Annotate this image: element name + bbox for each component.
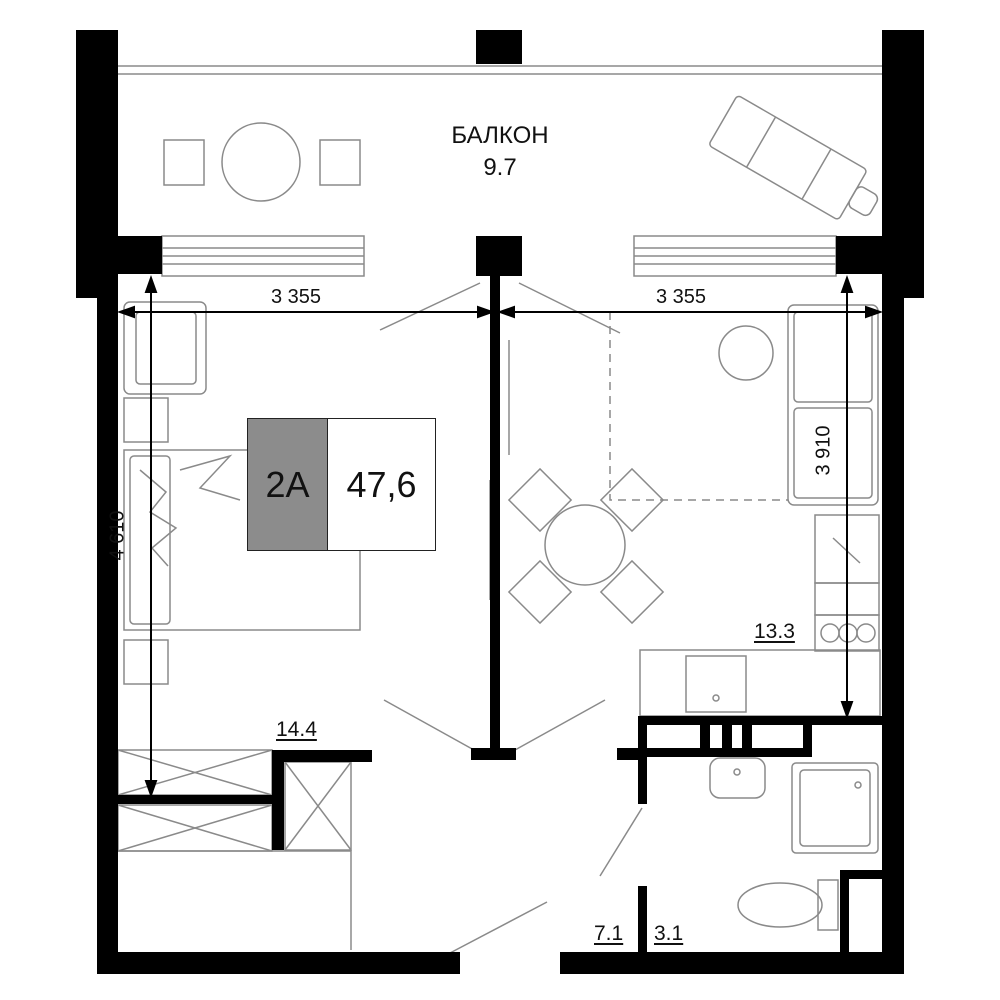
living-depth-dimension: 3 910 (812, 425, 835, 476)
bedroom-width-dimension: 3 355 (271, 286, 322, 308)
total-area: 47,6 (346, 463, 417, 505)
sun-lounger (709, 95, 879, 220)
hall-area: 7.1 (594, 922, 624, 945)
wardrobe-hall (284, 761, 352, 851)
window-left (161, 235, 365, 277)
nightstand (123, 397, 169, 443)
dining-table (544, 504, 626, 586)
unit-badge: 2A 47,6 (247, 418, 436, 551)
side-table (718, 325, 774, 381)
shower-tray (791, 762, 879, 854)
armchair (123, 301, 207, 395)
nightstand (123, 639, 169, 685)
unit-type: 2A (248, 419, 328, 550)
balcony-name: БАЛКОН (451, 122, 549, 149)
balcony-area: 9.7 (483, 154, 517, 181)
furniture-layer (117, 65, 882, 954)
kitchen-sink (685, 655, 747, 713)
balcony-chair (163, 139, 205, 186)
dimension-lines (117, 275, 883, 798)
dining-chair (599, 467, 665, 533)
dining-chair (507, 467, 573, 533)
balcony-table (221, 122, 301, 202)
washbasin (709, 757, 766, 799)
window-right (633, 235, 837, 277)
living-width-dimension: 3 355 (656, 286, 707, 308)
sofa (787, 304, 879, 506)
living-kitchen-area: 13.3 (754, 620, 795, 643)
balcony-label: БАЛКОН 9.7 (420, 120, 580, 184)
balcony-chair (319, 139, 361, 186)
bedroom-area: 14.4 (276, 718, 317, 741)
bathroom-area: 3.1 (654, 922, 684, 945)
bedroom-depth-dimension: 4 610 (106, 510, 129, 561)
rug (609, 312, 788, 501)
dining-chair (599, 559, 665, 625)
walls (76, 30, 924, 974)
dining-chair (507, 559, 573, 625)
toilet (737, 882, 823, 928)
